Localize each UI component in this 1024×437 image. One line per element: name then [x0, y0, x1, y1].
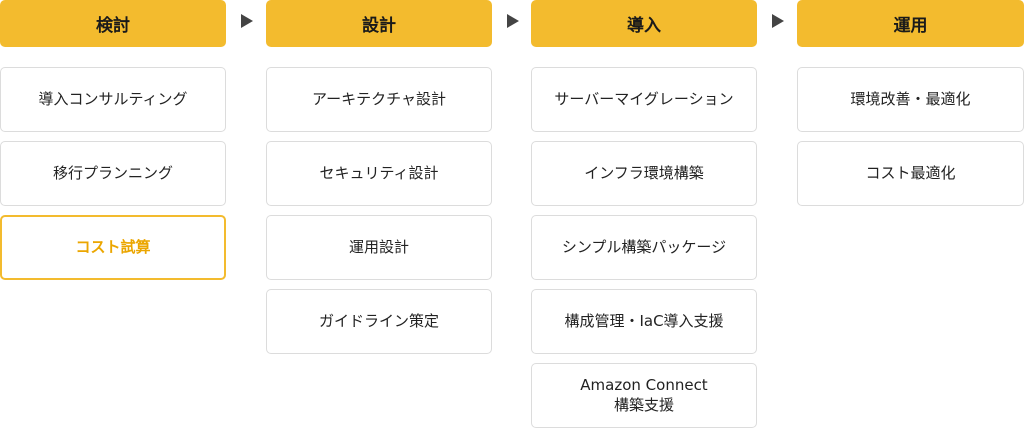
- phase-header: 導入: [531, 0, 757, 47]
- service-item[interactable]: 運用設計: [266, 215, 492, 280]
- phase-header: 検討: [0, 0, 226, 47]
- service-item[interactable]: アーキテクチャ設計: [266, 67, 492, 132]
- phase-header: 運用: [797, 0, 1024, 47]
- service-item[interactable]: ガイドライン策定: [266, 289, 492, 354]
- phase-column-implementation: 導入 サーバーマイグレーション インフラ環境構築 シンプル構築パッケージ 構成管…: [531, 0, 757, 437]
- phase-header: 設計: [266, 0, 492, 47]
- service-item[interactable]: 環境改善・最適化: [797, 67, 1024, 132]
- service-item[interactable]: シンプル構築パッケージ: [531, 215, 757, 280]
- service-item[interactable]: コスト最適化: [797, 141, 1024, 206]
- service-item-highlighted[interactable]: コスト試算: [0, 215, 226, 280]
- arrow-right-icon: [241, 14, 253, 28]
- phase-column-design: 設計 アーキテクチャ設計 セキュリティ設計 運用設計 ガイドライン策定: [266, 0, 492, 363]
- service-item[interactable]: 移行プランニング: [0, 141, 226, 206]
- service-item[interactable]: 構成管理・IaC導入支援: [531, 289, 757, 354]
- arrow-right-icon: [772, 14, 784, 28]
- phase-column-review: 検討 導入コンサルティング 移行プランニング コスト試算: [0, 0, 226, 289]
- service-item[interactable]: インフラ環境構築: [531, 141, 757, 206]
- arrow-right-icon: [507, 14, 519, 28]
- service-item[interactable]: セキュリティ設計: [266, 141, 492, 206]
- phase-column-operation: 運用 環境改善・最適化 コスト最適化: [797, 0, 1024, 215]
- service-item[interactable]: Amazon Connect 構築支援: [531, 363, 757, 428]
- service-item[interactable]: 導入コンサルティング: [0, 67, 226, 132]
- service-item[interactable]: サーバーマイグレーション: [531, 67, 757, 132]
